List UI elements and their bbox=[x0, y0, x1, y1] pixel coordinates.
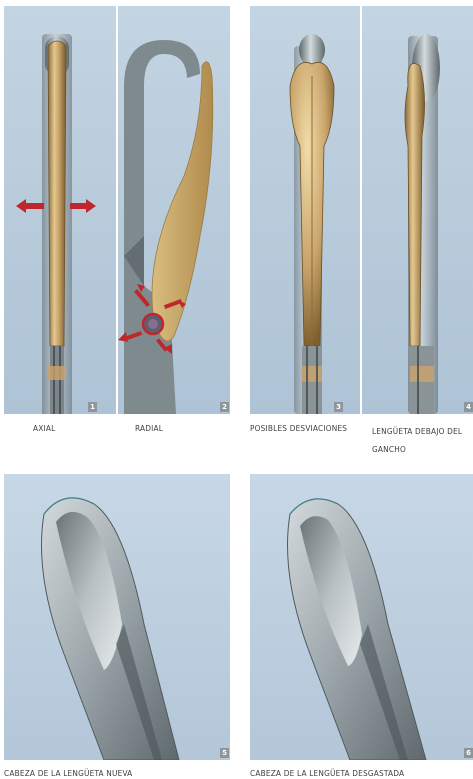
caption-cabeza-lengueta-nueva: CABEZA DE LA LENGÜETA NUEVA bbox=[4, 767, 132, 779]
figure-number-5: 5 bbox=[220, 748, 229, 758]
figure-axial-radial: 1 2 bbox=[4, 6, 230, 414]
caption-posibles-desviaciones: POSIBLES DESVIACIONES bbox=[250, 422, 347, 434]
caption-cabeza-lengueta-desgastada: CABEZA DE LA LENGÜETA DESGASTADA bbox=[250, 767, 404, 779]
figure-deviations: 3 4 bbox=[250, 6, 473, 414]
latch-deviation-illustration bbox=[250, 6, 473, 414]
figure-number-3: 3 bbox=[334, 402, 343, 412]
figure-number-1: 1 bbox=[88, 402, 97, 412]
caption-lengueta-debajo-del-gancho: LENGÜETA DEBAJO DEL GANCHO bbox=[372, 422, 473, 458]
caption-axial: AXIAL bbox=[33, 422, 55, 434]
figure-latch-head-worn: 6 bbox=[250, 474, 473, 760]
new-latch-head-illustration bbox=[4, 474, 230, 760]
worn-latch-head-illustration bbox=[250, 474, 473, 760]
caption-radial: RADIAL bbox=[135, 422, 163, 434]
figure-number-2: 2 bbox=[220, 402, 229, 412]
needle-latch-axial-radial-illustration bbox=[4, 6, 230, 414]
figure-number-6: 6 bbox=[464, 748, 473, 758]
figure-latch-head-new: 5 bbox=[4, 474, 230, 760]
figure-number-4: 4 bbox=[464, 402, 473, 412]
